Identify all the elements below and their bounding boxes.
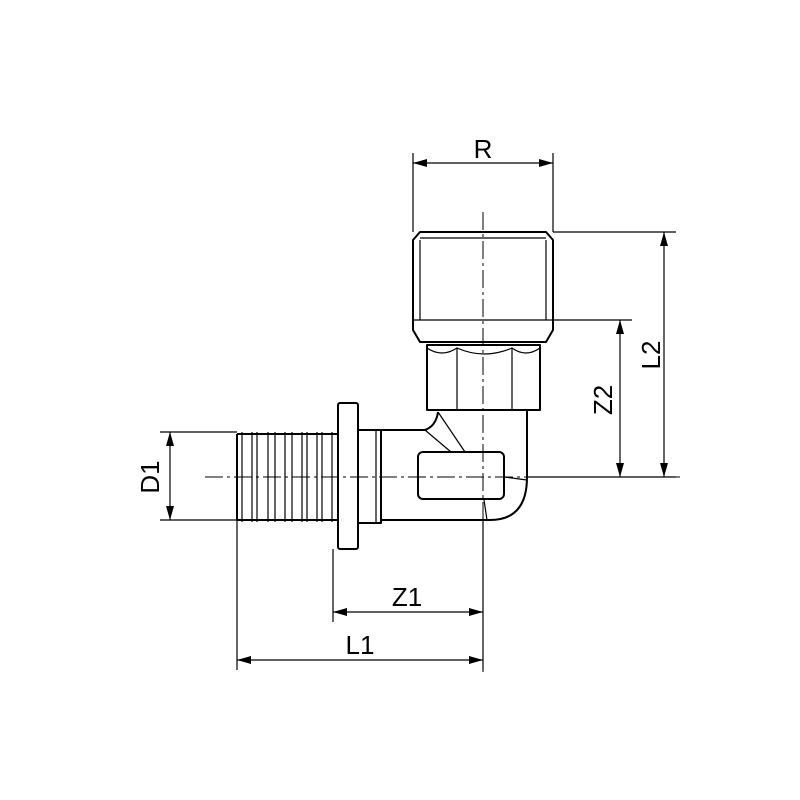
elbow-body [381,410,528,521]
dim-Z2-label: Z2 [588,385,618,415]
dim-Z1-label: Z1 [392,582,422,612]
dim-L2-label: L2 [636,341,666,370]
dimension-lines [166,159,668,664]
hex-nut [426,344,541,411]
dim-D1-label: D1 [135,460,165,493]
centerlines [205,212,680,672]
dim-R-label: R [474,134,493,164]
dim-L1-label: L1 [346,630,375,660]
threaded-outlet [412,231,554,343]
press-collar [337,402,382,550]
ribbed-insert [236,432,338,522]
